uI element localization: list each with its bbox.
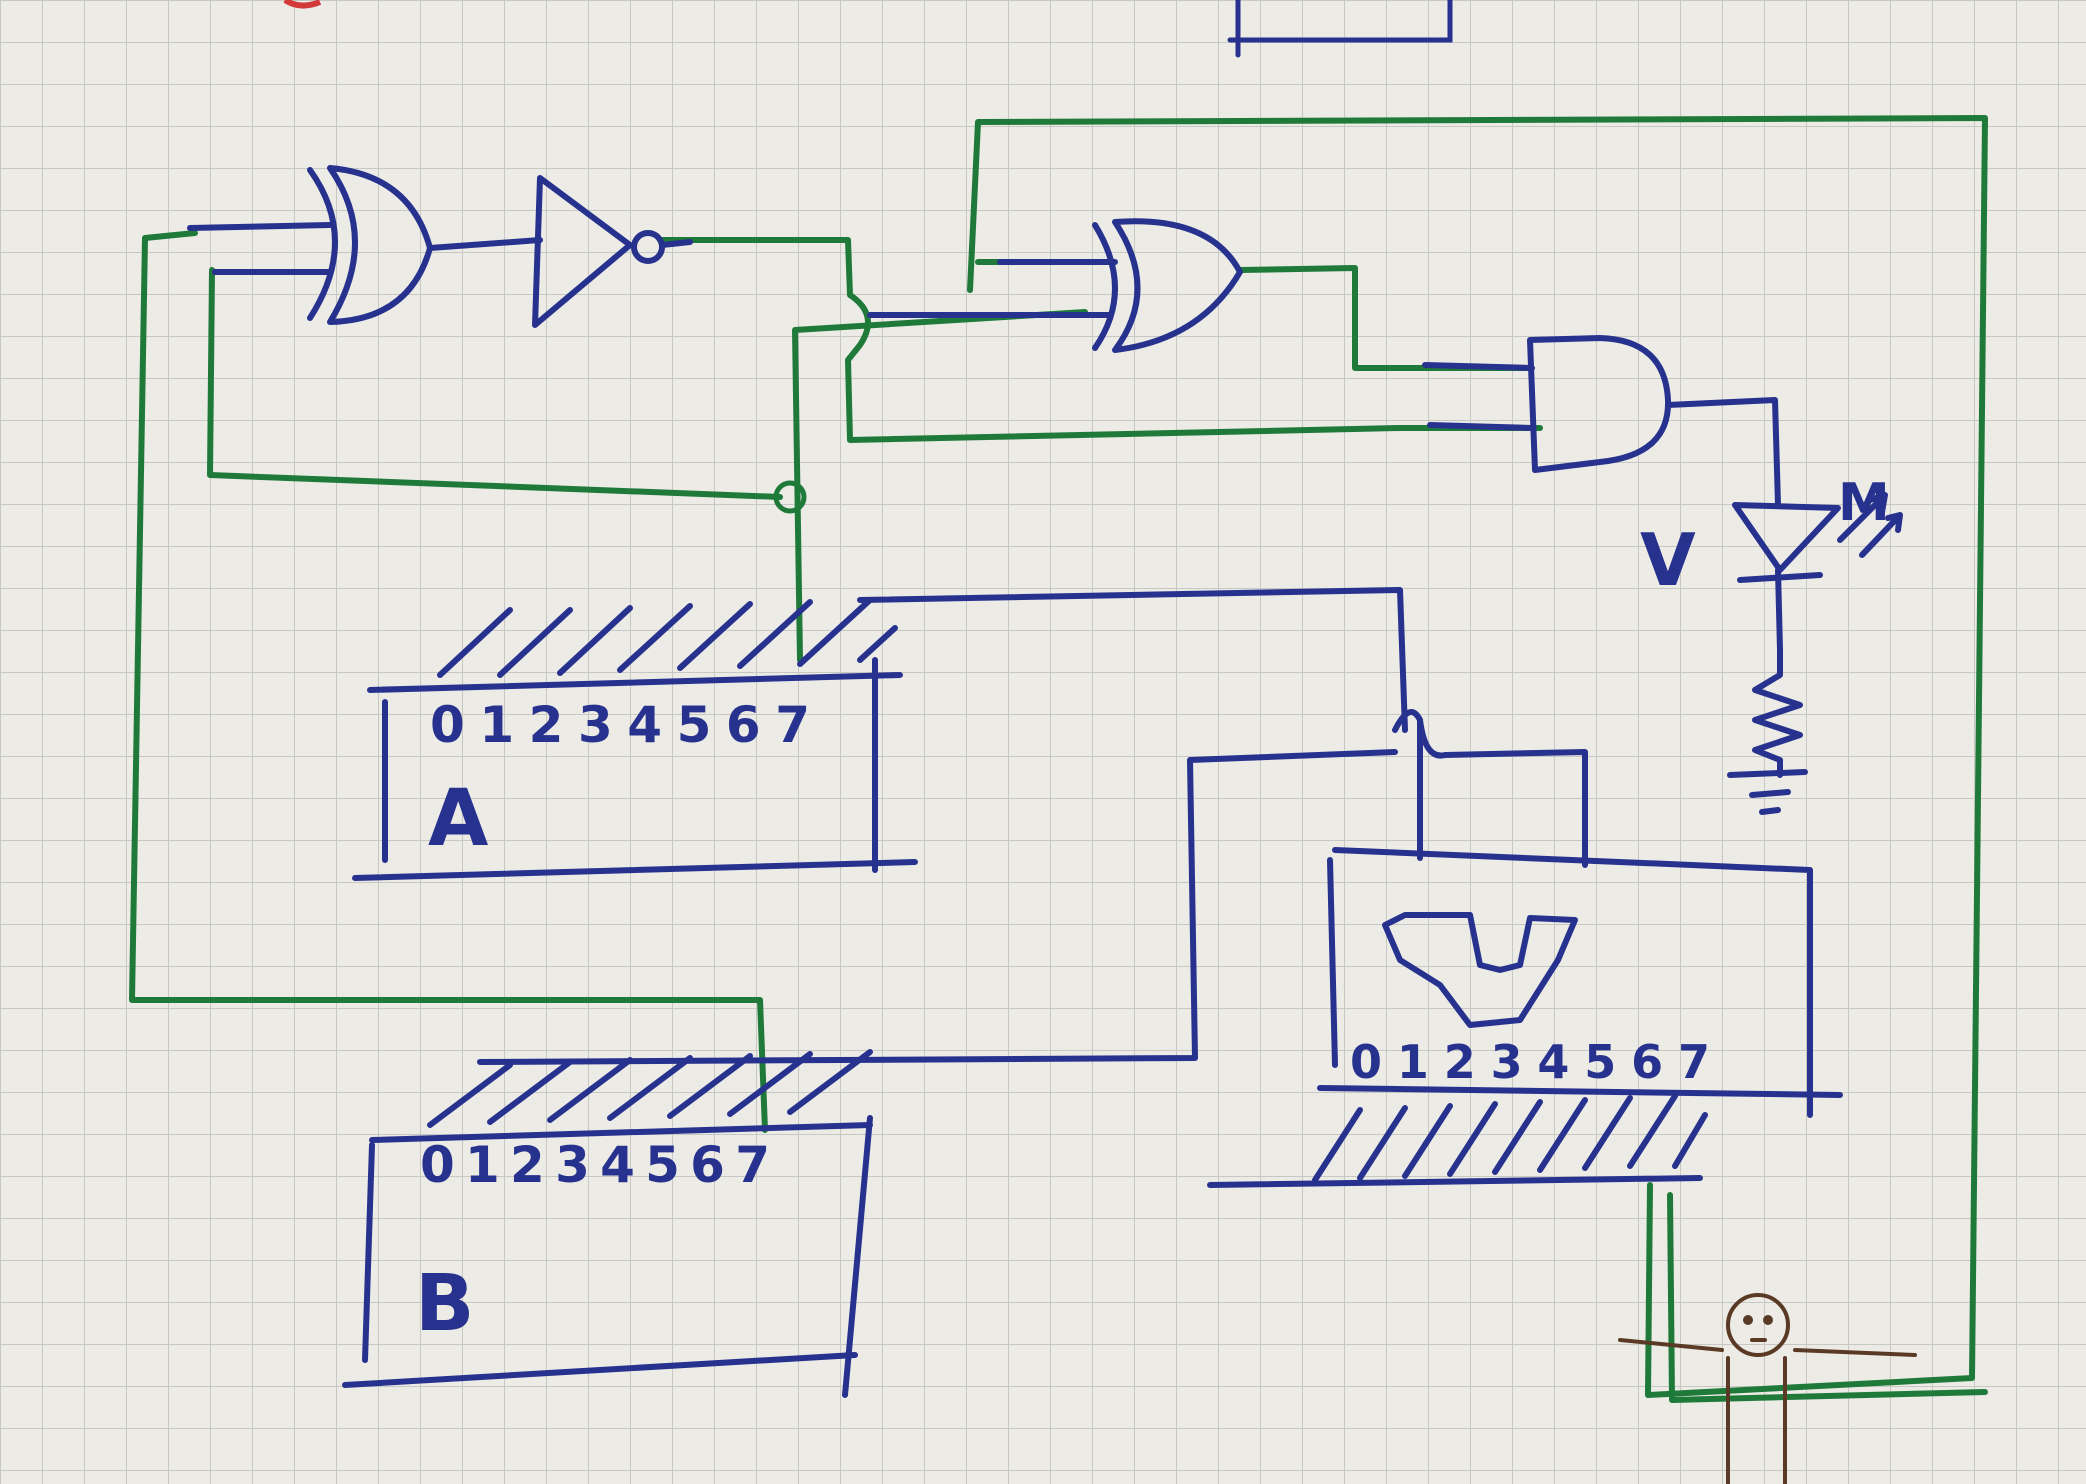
register-b — [342, 749, 1398, 1398]
receptacle-icon — [1382, 912, 1578, 1028]
red-mark — [283, 0, 322, 9]
wire-top-loop — [967, 115, 1988, 1398]
wire-xor1-feedback — [207, 267, 783, 500]
xor-gate-2 — [867, 218, 1243, 353]
ground-symbol — [1727, 769, 1808, 815]
led — [1732, 492, 1903, 653]
register-u-bits: 0 1 2 3 4 5 6 7 — [1350, 1035, 1710, 1089]
top-box-fragment — [1227, 0, 1453, 58]
stick-figure — [1618, 1293, 1917, 1484]
resistor — [1752, 647, 1803, 778]
register-a — [352, 587, 1408, 881]
not-gate — [532, 175, 693, 328]
led-light-label: M — [1838, 473, 1890, 533]
wire-figure-box — [1667, 1192, 1988, 1403]
register-b-bits: 0 1 2 3 4 5 6 7 — [420, 1136, 770, 1194]
register-b-label: B — [415, 1259, 474, 1349]
xor-gate-1 — [187, 165, 543, 325]
led-voltage-label: V — [1640, 518, 1696, 602]
register-a-label: A — [428, 774, 488, 864]
wire-outer-left — [129, 230, 768, 1133]
wire-junction — [773, 480, 807, 514]
and-gate — [1422, 335, 1781, 508]
register-u — [1207, 709, 1843, 1188]
register-a-bits: 0 1 2 3 4 5 6 7 — [430, 696, 810, 754]
